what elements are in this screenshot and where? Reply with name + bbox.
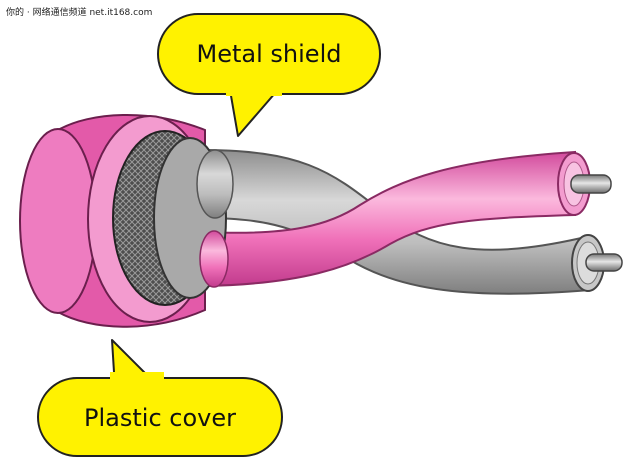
pink-wire-conductor [570, 174, 612, 194]
plastic-cover-callout: Plastic cover [37, 339, 283, 457]
watermark-text: 你的 · 网络通信频道 net.it168.com [6, 6, 152, 18]
pink-wire [204, 150, 612, 288]
gray-wire-entry [196, 149, 234, 219]
metal-shield-label: Metal shield [197, 40, 342, 68]
pink-wire-entry [199, 230, 229, 288]
plastic-cover-label: Plastic cover [84, 404, 236, 432]
metal-shield-callout: Metal shield [157, 13, 381, 137]
gray-wire-conductor [585, 253, 623, 272]
